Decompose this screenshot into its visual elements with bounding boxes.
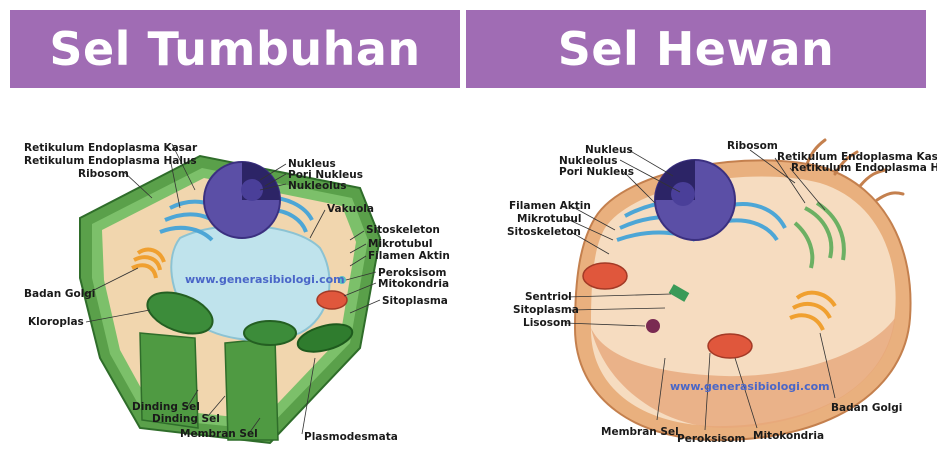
animal-label-badan-golgi: Badan Golgi — [831, 402, 902, 414]
plant-label-sitoskeleton: Sitoskeleton — [366, 224, 440, 236]
animal-mitochondria-2 — [708, 334, 752, 358]
plant-label-filamen-aktin: Filamen Aktin — [368, 250, 450, 262]
animal-cell-panel: www.generasibiologi.com Nukleus Nukleolu… — [505, 128, 930, 450]
plant-title-banner: Sel Tumbuhan — [10, 10, 460, 88]
plant-label-rer: Retikulum Endoplasma Kasar — [24, 142, 197, 154]
plant-label-mikrotubul: Mikrotubul — [368, 238, 433, 250]
animal-label-sentriol: Sentriol — [525, 291, 572, 303]
plant-chloroplast-2 — [244, 321, 296, 345]
plant-label-badan-golgi: Badan Golgi — [24, 288, 95, 300]
animal-lysosome — [646, 319, 660, 333]
animal-label-filamen-aktin: Filamen Aktin — [509, 200, 591, 212]
animal-label-mitokondria: Mitokondria — [753, 430, 824, 442]
plant-label-mitokondria: Mitokondria — [378, 278, 449, 290]
plant-label-dinding-sel-2: Dinding Sel — [152, 413, 220, 425]
plant-label-vakuola: Vakuola — [327, 203, 374, 215]
animal-label-peroksisom: Peroksisom — [677, 433, 745, 445]
animal-label-ser: Retikulum Endoplasma Halus — [791, 162, 937, 174]
plant-label-dinding-sel-1: Dinding Sel — [132, 401, 200, 413]
plant-label-plasmodesmata: Plasmodesmata — [304, 431, 398, 443]
plant-label-kloroplas: Kloroplas — [28, 316, 84, 328]
animal-mitochondria-1 — [583, 263, 627, 289]
plant-watermark: www.generasibiologi.com — [185, 273, 345, 286]
plant-label-membran-sel: Membran Sel — [180, 428, 258, 440]
plant-label-sitoplasma: Sitoplasma — [382, 295, 448, 307]
animal-label-mikrotubul: Mikrotubul — [517, 213, 582, 225]
animal-watermark: www.generasibiologi.com — [670, 380, 830, 393]
plant-title: Sel Tumbuhan — [49, 22, 420, 76]
plant-label-ribosom: Ribosom — [78, 168, 129, 180]
animal-label-sitoplasma: Sitoplasma — [513, 304, 579, 316]
plant-label-ser: Retikulum Endoplasma Halus — [24, 155, 197, 167]
animal-label-ribosom: Ribosom — [727, 140, 778, 152]
animal-label-membran-sel: Membran Sel — [601, 426, 679, 438]
plant-mitochondria — [317, 291, 347, 309]
animal-title: Sel Hewan — [558, 22, 835, 76]
plant-cell-panel: www.generasibiologi.com Retikulum Endopl… — [20, 128, 460, 450]
plant-label-nukleolus: Nukleolus — [288, 180, 347, 192]
animal-label-pori-nukleus: Pori Nukleus — [559, 166, 634, 178]
animal-label-sitoskeleton: Sitoskeleton — [507, 226, 581, 238]
animal-title-banner: Sel Hewan — [466, 10, 926, 88]
animal-label-lisosom: Lisosom — [523, 317, 571, 329]
